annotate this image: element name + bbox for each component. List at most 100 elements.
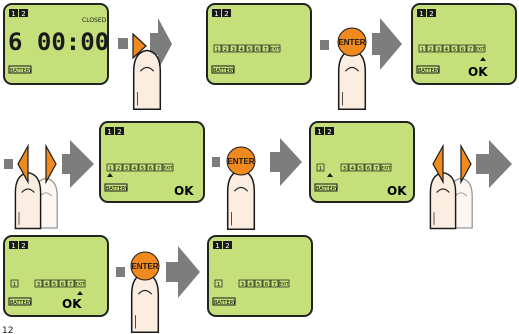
channel-tab-1: 1 bbox=[215, 242, 219, 250]
day-boxes: 1 3 4 5 6 7 EXIT bbox=[10, 279, 86, 288]
day-exit: EXIT bbox=[280, 282, 289, 287]
screen-7: 1 2 1 3 4 5 6 7 EXIT BATTERY bbox=[207, 235, 313, 317]
ok-label: OK bbox=[62, 297, 82, 311]
channel-tab-2: 2 bbox=[327, 128, 331, 136]
big-time-display: 6 00:00 bbox=[8, 28, 109, 56]
day-5: 5 bbox=[257, 282, 260, 288]
channel-tab-2: 2 bbox=[21, 10, 25, 18]
channel-tab-2: 2 bbox=[21, 242, 25, 250]
day-4: 4 bbox=[240, 47, 243, 53]
ok-label: OK bbox=[387, 184, 407, 198]
day-7: 7 bbox=[375, 166, 378, 172]
status-closed: CLOSED bbox=[82, 17, 107, 24]
screen-2: 1 2 1 2 3 4 5 6 7 EXIT BATTERY bbox=[206, 3, 312, 85]
cursor-up-icon bbox=[480, 57, 486, 61]
day-2: 2 bbox=[117, 166, 120, 172]
day-7: 7 bbox=[69, 282, 72, 288]
day-6: 6 bbox=[149, 166, 152, 172]
day-6: 6 bbox=[256, 47, 259, 53]
day-6: 6 bbox=[367, 166, 370, 172]
day-3: 3 bbox=[241, 282, 244, 288]
day-1: 1 bbox=[421, 47, 424, 53]
day-7: 7 bbox=[469, 47, 472, 53]
step-5-press-left-right bbox=[429, 140, 512, 230]
battery-label: BATTERY bbox=[106, 186, 129, 192]
channel-tab-2: 2 bbox=[224, 10, 228, 18]
cursor-up-icon bbox=[327, 173, 333, 177]
enter-label: ENTER bbox=[338, 38, 365, 47]
day-4: 4 bbox=[445, 47, 448, 53]
day-exit: EXIT bbox=[271, 47, 280, 52]
day-2: 2 bbox=[224, 47, 227, 53]
day-5: 5 bbox=[248, 47, 251, 53]
day-exit: EXIT bbox=[382, 166, 391, 171]
channel-tab-1: 1 bbox=[317, 128, 321, 136]
channel-tab-1: 1 bbox=[419, 10, 423, 18]
screen-6: 1 2 1 3 4 5 6 7 EXIT OK BATTERY bbox=[3, 235, 109, 317]
ok-label: OK bbox=[468, 65, 488, 79]
day-5: 5 bbox=[359, 166, 362, 172]
enter-button-icon bbox=[226, 146, 256, 176]
battery-label: BATTERY bbox=[214, 300, 237, 306]
day-boxes: 1 2 3 4 5 6 7 EXIT bbox=[418, 44, 486, 53]
battery-label: BATTERY bbox=[10, 300, 33, 306]
step-2-press-enter: ENTER bbox=[320, 18, 402, 111]
finger-icon bbox=[132, 49, 162, 111]
channel-tab-1: 1 bbox=[107, 128, 111, 136]
day-exit: EXIT bbox=[76, 282, 85, 287]
day-3: 3 bbox=[232, 47, 235, 53]
battery-label: BATTERY bbox=[418, 68, 441, 74]
enter-label: ENTER bbox=[131, 262, 158, 271]
left-arrow-button-icon bbox=[432, 143, 444, 185]
screen-5: 1 2 1 3 4 5 6 7 EXIT OK BATTERY bbox=[309, 121, 415, 203]
day-3: 3 bbox=[125, 166, 128, 172]
day-7: 7 bbox=[157, 166, 160, 172]
enter-label: ENTER bbox=[227, 157, 254, 166]
day-6: 6 bbox=[61, 282, 64, 288]
day-3: 3 bbox=[437, 47, 440, 53]
enter-button-icon bbox=[130, 251, 160, 281]
day-4: 4 bbox=[351, 166, 354, 172]
day-3: 3 bbox=[37, 282, 40, 288]
step-3-press-left-right bbox=[4, 140, 94, 230]
day-6: 6 bbox=[265, 282, 268, 288]
day-1: 1 bbox=[319, 166, 322, 172]
step-4-press-enter: ENTER bbox=[212, 138, 302, 231]
screen-4: 1 2 1 2 3 4 5 6 7 EXIT OK BATTERY bbox=[99, 121, 205, 203]
channel-tab-1: 1 bbox=[11, 242, 15, 250]
day-2: 2 bbox=[429, 47, 432, 53]
page-number: 12 bbox=[2, 326, 13, 334]
channel-tab-2: 2 bbox=[117, 128, 121, 136]
right-arrow-button-icon bbox=[45, 143, 57, 185]
day-boxes: 1 2 3 4 5 6 7 EXIT bbox=[213, 44, 281, 53]
step-1-press-right bbox=[118, 18, 172, 111]
day-4: 4 bbox=[45, 282, 48, 288]
day-boxes: 1 2 3 4 5 6 7 EXIT bbox=[106, 163, 174, 172]
channel-tab-2: 2 bbox=[225, 242, 229, 250]
day-7: 7 bbox=[273, 282, 276, 288]
channel-tab-1: 1 bbox=[214, 10, 218, 18]
step-6-press-enter: ENTER bbox=[116, 246, 200, 334]
day-boxes: 1 3 4 5 6 7 EXIT bbox=[214, 279, 290, 288]
channel-tab-2: 2 bbox=[429, 10, 433, 18]
day-7: 7 bbox=[264, 47, 267, 53]
right-arrow-button-icon bbox=[460, 143, 472, 185]
right-arrow-button-icon bbox=[132, 32, 147, 60]
day-exit: EXIT bbox=[476, 47, 485, 52]
battery-label: BATTERY bbox=[316, 186, 339, 192]
day-5: 5 bbox=[453, 47, 456, 53]
day-1: 1 bbox=[216, 47, 219, 53]
screen-1: 1 2 CLOSED 6 00:00 BATTERY bbox=[3, 3, 109, 85]
channel-tab-1: 1 bbox=[11, 10, 15, 18]
day-4: 4 bbox=[249, 282, 252, 288]
day-5: 5 bbox=[141, 166, 144, 172]
day-1: 1 bbox=[109, 166, 112, 172]
cursor-up-icon bbox=[107, 173, 113, 177]
battery-label: BATTERY bbox=[213, 68, 236, 74]
finger-icon bbox=[337, 49, 367, 111]
battery-label: BATTERY bbox=[10, 68, 33, 74]
left-arrow-button-icon bbox=[17, 143, 29, 185]
day-1: 1 bbox=[217, 282, 220, 288]
finger-icon bbox=[226, 169, 256, 231]
enter-button-icon bbox=[337, 27, 367, 57]
